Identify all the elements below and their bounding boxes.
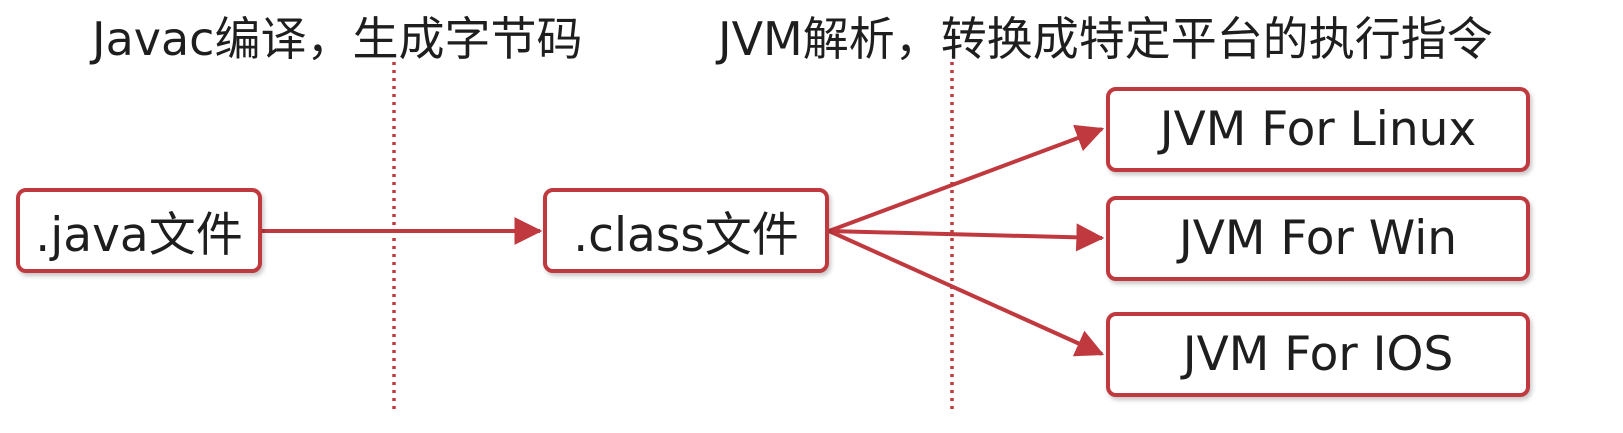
class-file-label: .class文件 — [573, 208, 799, 263]
interpret-stage-heading: JVM解析，转换成特定平台的执行指令 — [718, 12, 1493, 66]
compile-stage-heading: Javac编译，生成字节码 — [92, 12, 583, 66]
arrow-class-to-linux — [828, 124, 1105, 233]
arrow-class-to-ios — [828, 229, 1105, 357]
java-source-file-label: .java文件 — [35, 208, 243, 263]
class-file-node: .class文件 — [543, 188, 829, 273]
jvm-win-label: JVM For Win — [1178, 211, 1458, 266]
jvm-linux-label: JVM For Linux — [1159, 102, 1477, 157]
jvm-ios-label: JVM For IOS — [1182, 327, 1454, 382]
java-source-file-node: .java文件 — [16, 188, 262, 273]
jvm-win-node: JVM For Win — [1106, 196, 1530, 281]
arrow-class-to-win — [828, 223, 1105, 252]
jvm-linux-node: JVM For Linux — [1106, 87, 1530, 172]
jvm-ios-node: JVM For IOS — [1106, 312, 1530, 397]
